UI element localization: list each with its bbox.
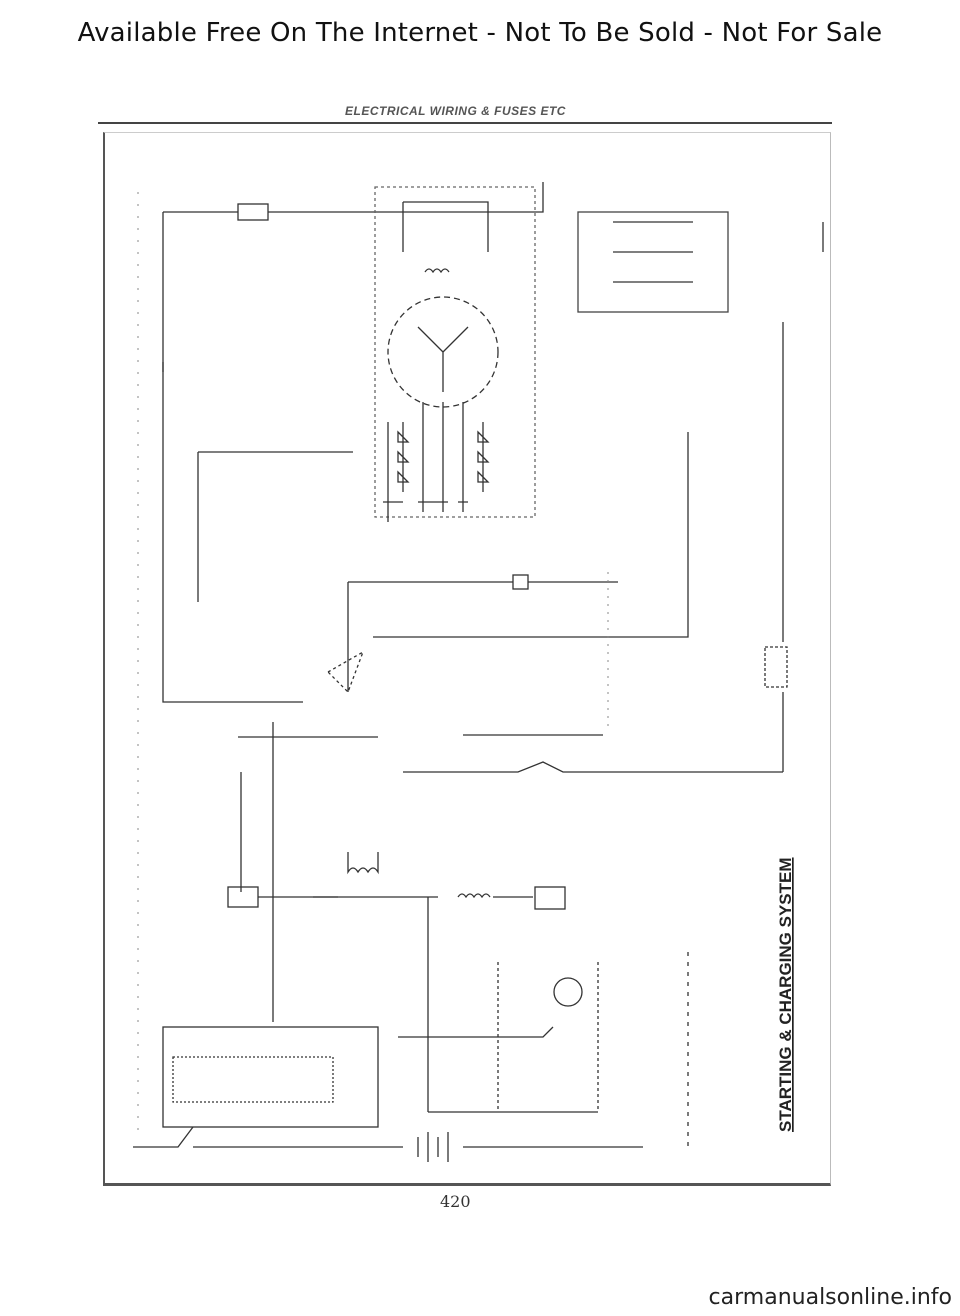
switch-top [237, 203, 269, 221]
diagram-title: STARTING & CHARGING SYSTEM [776, 857, 795, 1132]
wire-left-mid [162, 362, 303, 703]
starter-motor [553, 977, 583, 1007]
wire-starter-signal [403, 761, 783, 773]
fuse-middle [512, 574, 529, 590]
relay-right [764, 646, 788, 688]
page-number: 420 [440, 1192, 471, 1211]
instrument-cluster [162, 1026, 379, 1128]
header-rule [98, 122, 832, 124]
footer-site: carmanualsonline.info [708, 1285, 952, 1310]
wire-resistor [313, 893, 533, 899]
fuse-lower-left [227, 886, 259, 908]
wire-top-feed [163, 182, 544, 213]
watermark-banner: Available Free On The Internet - Not To … [77, 18, 883, 48]
wire-alt-top [402, 201, 489, 252]
wire-right-return [373, 432, 689, 638]
battery-circuit [133, 1126, 643, 1162]
wiring-diagram: STARTING & CHARGING SYSTEM [133, 182, 824, 1162]
ignition-switch [326, 650, 365, 694]
stator-windings [417, 326, 469, 392]
alternator-box [374, 186, 536, 518]
cluster-terminals [172, 1056, 334, 1103]
field-coil [424, 268, 450, 274]
diagram-frame [103, 132, 831, 1186]
stator-circle [387, 296, 499, 408]
starter-relay [534, 886, 566, 910]
wire-lower-left [240, 722, 274, 1022]
connector-block [577, 211, 729, 313]
section-title: ELECTRICAL WIRING & FUSES ETC [345, 104, 566, 118]
wire-starter-solenoid [398, 1026, 554, 1038]
connector-lines [613, 221, 693, 283]
diodes [397, 430, 490, 483]
solenoid-coil [347, 852, 379, 875]
